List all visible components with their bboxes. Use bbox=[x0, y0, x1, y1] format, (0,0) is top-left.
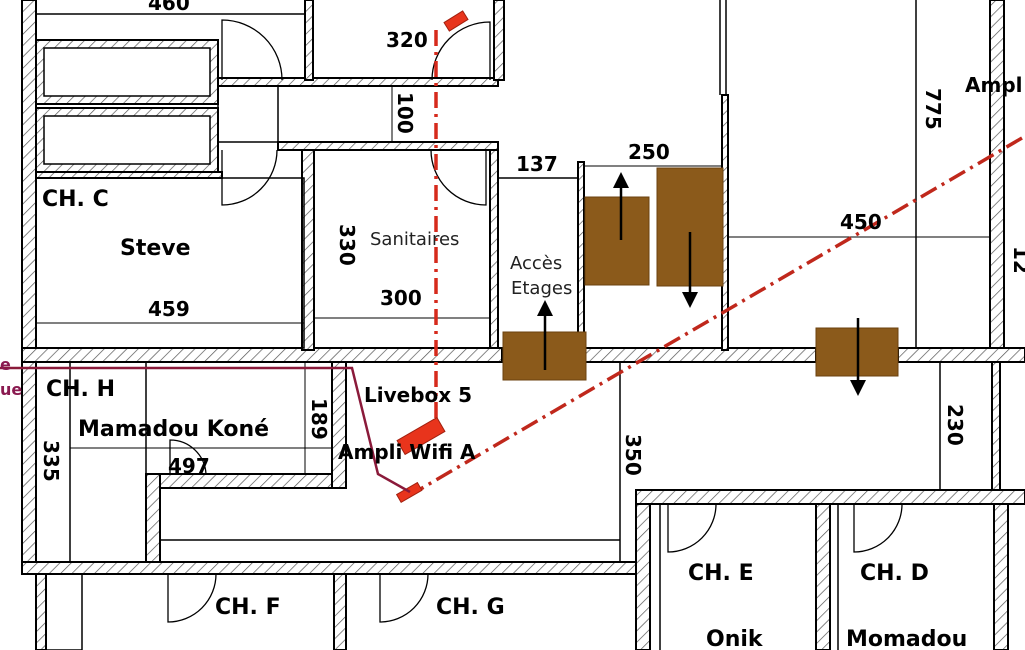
dim-189: 189 bbox=[307, 398, 331, 440]
furniture-blocks bbox=[502, 167, 899, 396]
dim-300: 300 bbox=[380, 286, 422, 310]
room-ch-e: CH. E bbox=[688, 561, 754, 586]
room-acces-line1: Accès bbox=[510, 253, 562, 274]
room-ch-h: CH. H bbox=[46, 377, 115, 402]
furniture-block bbox=[584, 196, 650, 286]
dim-320: 320 bbox=[386, 28, 428, 52]
room-ch-f: CH. F bbox=[215, 595, 281, 620]
room-ch-c-name: Steve bbox=[120, 236, 191, 261]
room-sanitaires: Sanitaires bbox=[370, 229, 459, 250]
dim-137: 137 bbox=[516, 152, 558, 176]
dim-450: 450 bbox=[840, 210, 882, 234]
walls bbox=[21, 0, 1025, 650]
device-top-marker bbox=[443, 10, 469, 32]
dim-partial: 12 bbox=[1009, 246, 1025, 274]
dim-330: 330 bbox=[335, 224, 359, 266]
room-ch-e-name: Onik bbox=[706, 627, 764, 650]
livebox-device bbox=[396, 416, 446, 456]
cable-line bbox=[0, 366, 411, 494]
edge-text-2: ue bbox=[0, 380, 22, 399]
dim-459: 459 bbox=[148, 297, 190, 321]
room-ch-d-name: Momadou bbox=[846, 627, 967, 650]
dimension-lines bbox=[36, 86, 990, 490]
dim-250: 250 bbox=[628, 140, 670, 164]
room-acces-line2: Etages bbox=[511, 278, 572, 299]
room-ch-c: CH. C bbox=[42, 187, 109, 212]
doors-and-lines bbox=[35, 0, 941, 650]
room-ch-h-name: Mamadou Koné bbox=[78, 417, 269, 442]
device-ampli-a-label: Ampli Wifi A bbox=[338, 440, 476, 464]
device-livebox-label: Livebox 5 bbox=[364, 383, 472, 407]
device-ampli-edge-label: Ampl bbox=[965, 73, 1023, 97]
edge-text-1: e bbox=[0, 355, 11, 374]
room-ch-g: CH. G bbox=[436, 595, 505, 620]
dim-497: 497 bbox=[168, 454, 210, 478]
dim-230: 230 bbox=[943, 404, 967, 446]
room-ch-d: CH. D bbox=[860, 561, 929, 586]
dim-460: 460 bbox=[148, 0, 190, 15]
dim-775: 775 bbox=[921, 88, 945, 130]
dim-100: 100 bbox=[393, 92, 417, 134]
dim-335: 335 bbox=[39, 440, 63, 482]
dim-350: 350 bbox=[621, 434, 645, 476]
wifi-coverage bbox=[0, 10, 1023, 504]
